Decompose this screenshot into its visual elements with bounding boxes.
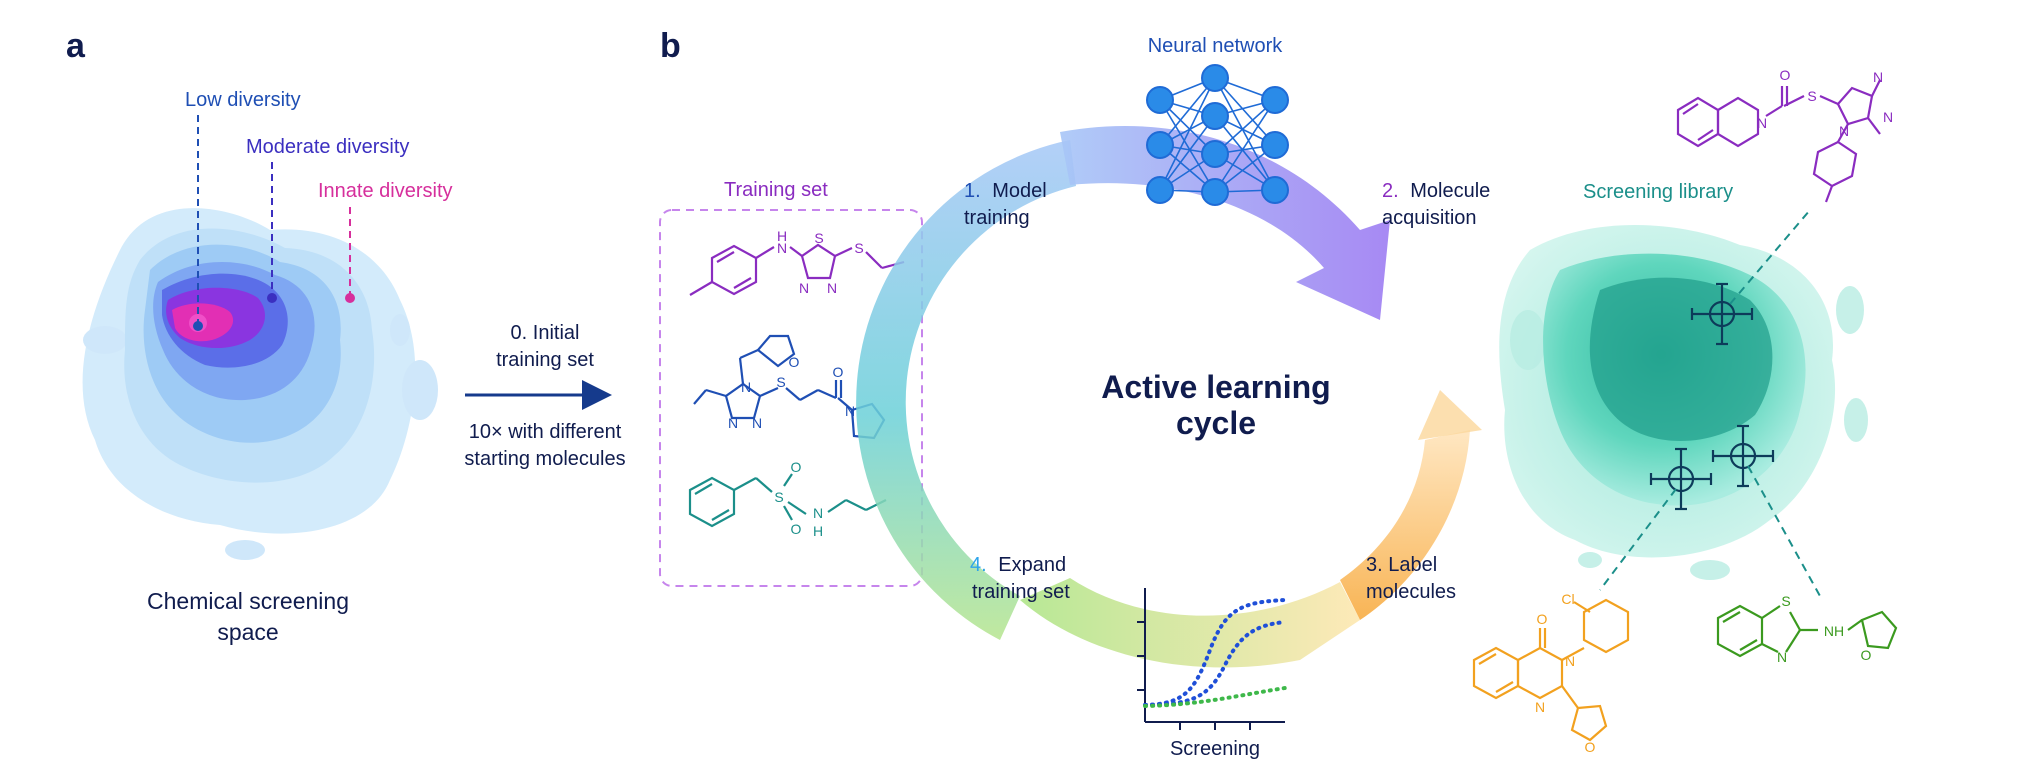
- atom-label-n: N: [752, 415, 762, 431]
- atom-label-h: H: [777, 228, 787, 244]
- step2-label: 2. Molecule: [1382, 180, 1490, 202]
- atom-label-n: N: [777, 240, 787, 256]
- innate-diversity-label: Innate diversity: [318, 180, 453, 202]
- atom-label-s: S: [854, 240, 863, 256]
- step4-label-line2: training set: [972, 581, 1070, 603]
- low-diversity-label: Low diversity: [185, 89, 301, 111]
- library-molecule-purple: [1676, 79, 1881, 203]
- training-molecule-3: [688, 473, 887, 528]
- repeat-label: 10× with different: [469, 421, 622, 443]
- step3-label-line2: molecules: [1366, 581, 1456, 603]
- neural-network-nodes: [1146, 64, 1289, 206]
- atom-label-s: S: [1807, 88, 1816, 104]
- atom-label-n: N: [1535, 699, 1545, 715]
- atom-label-n: N: [1873, 69, 1883, 85]
- screening-library-blob: [1499, 225, 1868, 580]
- atom-label-n: N: [827, 280, 837, 296]
- panel-a-label: a: [66, 27, 86, 65]
- repeat-label-line2: starting molecules: [464, 448, 625, 470]
- initial-training-label: 0. Initial: [511, 322, 580, 344]
- step1-number: 1.: [964, 180, 981, 202]
- screening-curve-baseline: [1143, 686, 1287, 708]
- atom-label-o: O: [791, 459, 802, 475]
- chemical-space-title: Chemical screening: [147, 588, 349, 614]
- atom-label-n: N: [1757, 115, 1767, 131]
- atom-label-o: O: [1861, 647, 1872, 663]
- library-molecule-orange: [1472, 598, 1630, 742]
- atom-label-s: S: [776, 374, 785, 390]
- atom-label-n: N: [1777, 649, 1787, 665]
- step1-label-line2: training: [964, 207, 1030, 229]
- atom-label-n: N: [728, 415, 738, 431]
- initial-training-label-line2: training set: [496, 349, 594, 371]
- atom-label-n: N: [1883, 109, 1893, 125]
- step1-label-text: Model: [992, 180, 1046, 202]
- step4-label-text: Expand: [998, 554, 1066, 576]
- screening-axis-label: Screening: [1170, 738, 1260, 760]
- neural-network-title: Neural network: [1148, 35, 1284, 57]
- moderate-diversity-label: Moderate diversity: [246, 136, 409, 158]
- crosshair-icon: [1711, 424, 1775, 488]
- cycle-title-line2: cycle: [1176, 405, 1256, 441]
- step2-label-text: Molecule: [1410, 180, 1490, 202]
- training-molecule-1: [689, 243, 905, 296]
- active-learning-cycle: [856, 126, 1482, 668]
- atom-label-n: N: [799, 280, 809, 296]
- atom-label-nh: NH: [1824, 623, 1844, 639]
- step2-number: 2.: [1382, 180, 1399, 202]
- panel-b-label: b: [660, 27, 681, 65]
- atom-label-s: S: [774, 489, 783, 505]
- chemical-space-title-line2: space: [217, 619, 278, 645]
- cycle-title: Active learning: [1101, 369, 1330, 405]
- atom-label-n: N: [813, 505, 823, 521]
- step2-label-line2: acquisition: [1382, 207, 1477, 229]
- step1-label: 1. Model: [964, 180, 1047, 202]
- atom-label-n: N: [1565, 653, 1575, 669]
- atom-label-o: O: [791, 521, 802, 537]
- atom-label-o: O: [1780, 67, 1791, 83]
- training-set-title: Training set: [724, 179, 828, 201]
- library-molecule-green: [1716, 604, 1898, 658]
- crosshair-icon: [1649, 447, 1713, 511]
- training-molecule-2: [693, 334, 886, 440]
- atom-label-o: O: [833, 364, 844, 380]
- atom-label-o: O: [1537, 611, 1548, 627]
- atom-label-s: S: [1781, 593, 1790, 609]
- screening-curve-1: [1143, 598, 1287, 707]
- crosshair-icon: [1690, 282, 1754, 346]
- screening-library-title: Screening library: [1583, 181, 1733, 203]
- screening-plot: [1137, 588, 1287, 730]
- atom-label-n: N: [845, 403, 855, 419]
- atom-label-h: H: [813, 523, 823, 539]
- atom-label-o: O: [789, 354, 800, 370]
- training-set-box: [659, 209, 923, 587]
- step4-number: 4.: [970, 554, 987, 576]
- step3-label: 3. Label: [1366, 554, 1437, 576]
- atom-label-n: N: [1839, 123, 1849, 139]
- atom-label-o: O: [1585, 739, 1596, 755]
- chemical-space-blob: [82, 208, 438, 560]
- step4-label: 4. Expand: [970, 554, 1066, 576]
- atom-label-n: N: [741, 379, 751, 395]
- atom-label-s: S: [814, 230, 823, 246]
- atom-label-cl: Cl: [1561, 591, 1574, 607]
